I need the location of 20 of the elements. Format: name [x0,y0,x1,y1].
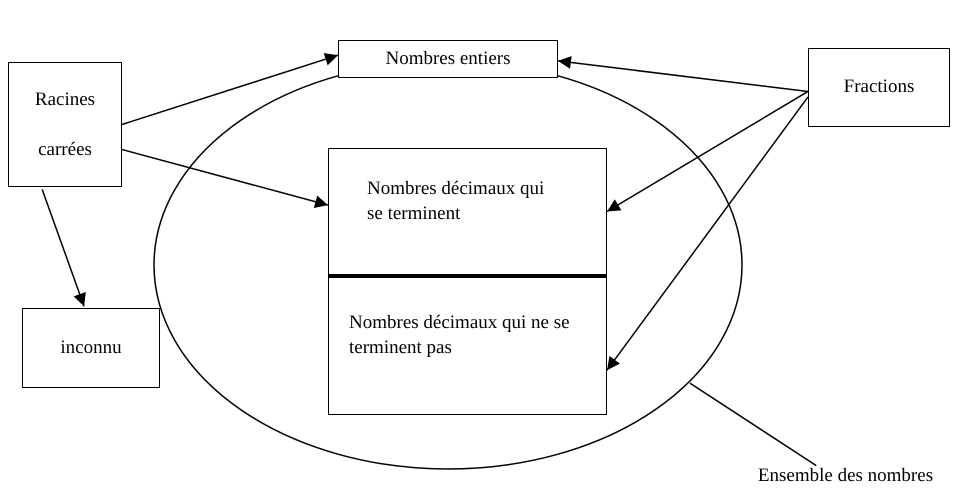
label-box [22,308,160,388]
arrow [122,148,328,208]
node-label: Racines carrées [34,88,96,162]
arrow [606,96,809,371]
node-label: inconnu [60,336,122,360]
node-label: Nombres décimaux qui ne se terminent pas [349,311,571,360]
node-label: Nombres entiers [385,46,511,71]
arrow [122,52,338,126]
arrow [558,56,808,92]
arrow [42,189,86,307]
node-label: Fractions [844,75,914,100]
label-box [328,148,607,275]
label-box [808,48,950,127]
region-label: Ensemble des nombres [756,464,934,488]
arrow [606,90,808,212]
label-box [328,275,607,415]
leader-line [689,382,817,466]
label-box [338,40,558,78]
label-box [8,62,122,187]
node-label: Nombres décimaux qui se terminent [367,176,546,226]
